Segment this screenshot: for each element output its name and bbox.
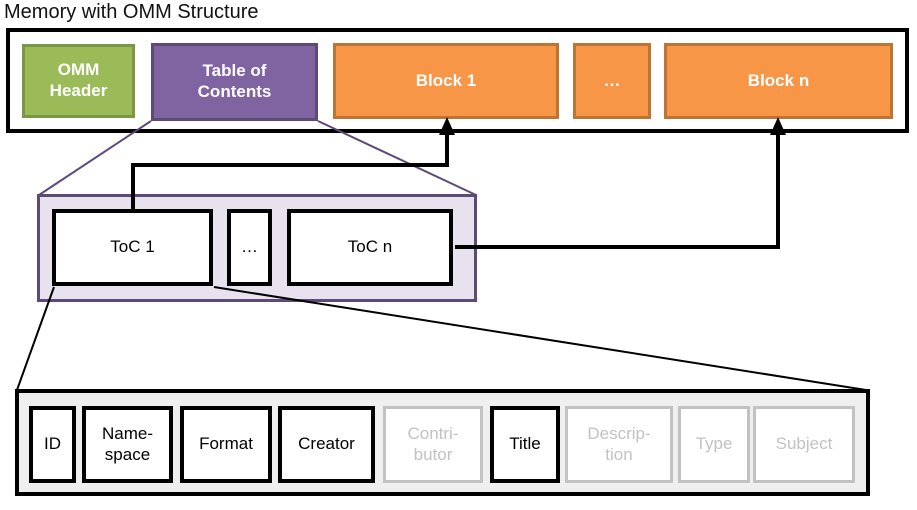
block-1-box: Block 1 <box>333 43 559 119</box>
field-format: Format <box>180 406 272 483</box>
field-creator: Creator <box>278 406 375 483</box>
block-ellipsis-box: … <box>573 43 651 119</box>
omm-header-box: OMM Header <box>22 44 135 118</box>
toc-ellipsis-box: … <box>227 209 272 286</box>
block-n-box: Block n <box>664 43 893 119</box>
connector-tocn-to-blockn <box>455 133 780 249</box>
toc-n-box: ToC n <box>287 209 453 286</box>
table-of-contents-box: Table of Contents <box>151 43 318 121</box>
field-namespace: Name- space <box>82 406 173 483</box>
field-title: Title <box>490 406 560 483</box>
field-type: Type <box>678 406 750 483</box>
field-description: Descrip- tion <box>565 406 673 483</box>
field-contributor: Contri- butor <box>383 406 483 483</box>
expansion-line-detail-left <box>16 286 55 391</box>
field-subject: Subject <box>753 406 855 483</box>
expansion-line-detail-right <box>213 286 867 391</box>
toc-1-box: ToC 1 <box>52 209 213 286</box>
diagram-title: Memory with OMM Structure <box>4 1 259 23</box>
field-id: ID <box>29 406 76 483</box>
